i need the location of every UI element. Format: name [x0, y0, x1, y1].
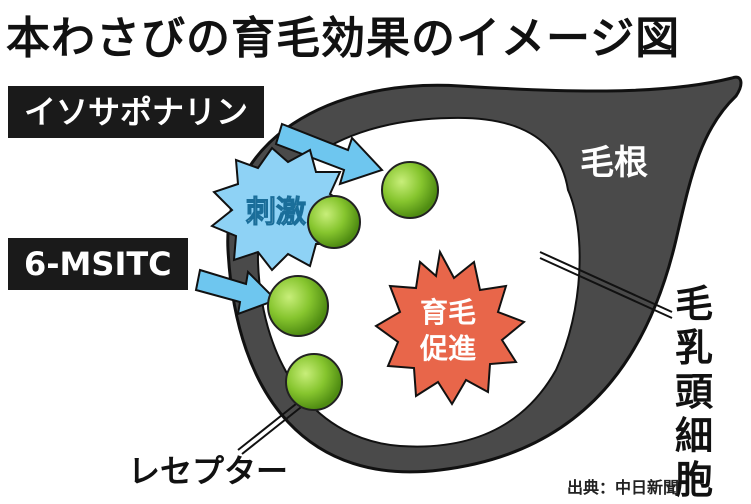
source-credit: 出典：中日新聞: [566, 478, 679, 497]
papilla-char-5: 胞: [674, 458, 713, 502]
root-label: 毛根: [580, 143, 648, 183]
receptor-4: [285, 353, 343, 411]
papilla-label: 毛 乳 頭 細 胞: [672, 282, 716, 502]
growth-label-line2: 促進: [419, 332, 476, 365]
papilla-char-4: 細: [674, 414, 713, 458]
growth-label-line1: 育毛: [420, 296, 476, 329]
papilla-char-1: 毛: [674, 282, 713, 326]
arrow-isosaponarin: [274, 122, 384, 186]
papilla-leader-line: [539, 251, 673, 319]
growth-burst: [374, 248, 526, 406]
isosaponarin-tag: イソサポナリン: [8, 86, 265, 138]
receptor-label: レセプター: [128, 452, 288, 490]
papilla-char-3: 頭: [674, 370, 713, 414]
diagram-title: 本わさびの育毛効果のイメージ図: [6, 13, 681, 64]
arrow-6msitc: [194, 268, 278, 316]
msitc-tag: 6-MSITC: [8, 238, 188, 290]
receptor-2: [307, 195, 361, 249]
stimulus-label: 刺激: [246, 195, 306, 230]
papilla-char-2: 乳: [674, 326, 713, 370]
receptor-3: [267, 275, 329, 337]
receptors: [267, 161, 439, 411]
receptor-leader-line: [237, 395, 311, 455]
receptor-1: [381, 161, 439, 219]
